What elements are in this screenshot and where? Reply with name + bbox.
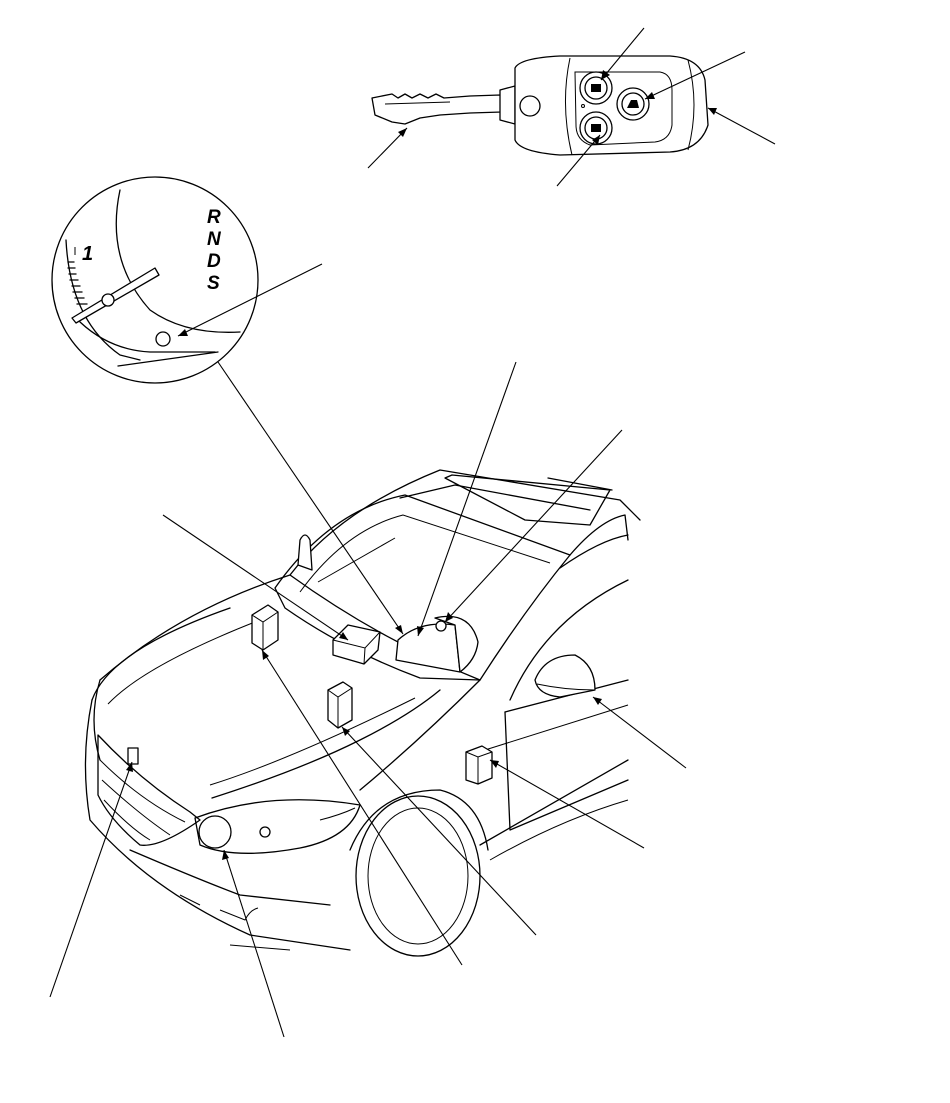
fob-callouts [367,27,776,187]
unlock-icon [591,124,601,132]
gear-n: N [207,229,222,250]
gear-position-indicator: R N D S [207,207,222,294]
fob-key-ring-hole [519,95,541,117]
gear-d: D [207,251,221,272]
indicator-light [155,331,171,347]
module-center [327,681,353,729]
right-side-mirror [534,654,596,698]
trunk-release-icon [627,100,639,108]
gauge-ticks [67,261,88,305]
emblem [127,747,139,765]
dash-unit [332,624,381,665]
unlock-button [579,111,613,145]
headlight [194,799,361,854]
module-right [465,745,493,785]
front-wheel [349,789,489,957]
gear-s: S [207,273,220,294]
left-mirror [297,534,313,571]
gauge-needle [71,267,160,324]
front-grille [97,734,201,846]
hood [99,574,481,791]
gauge-tick-number: 1 [82,243,93,265]
lock-button [579,71,613,105]
key-blade-icon [371,93,503,125]
instrument-cluster [395,623,461,673]
module-left [251,604,279,651]
gauge-magnifier: 1 R N D S [51,176,404,635]
gear-r: R [207,207,221,228]
sunroof [444,474,611,526]
fob-body [514,55,709,156]
lock-icon [591,84,601,92]
key-fob [371,55,709,156]
trunk-button [616,87,650,121]
car [84,469,641,957]
car-callouts [49,361,687,1038]
